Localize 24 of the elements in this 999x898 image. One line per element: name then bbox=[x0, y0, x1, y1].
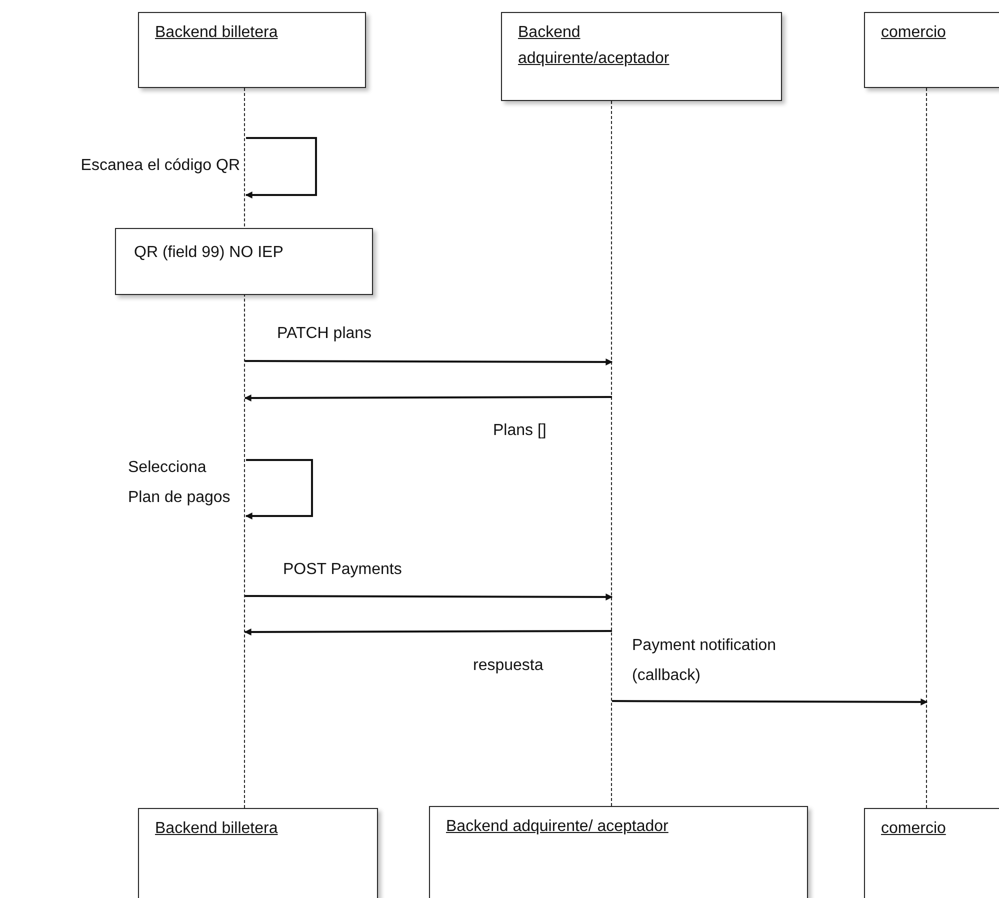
participant-name: Backend adquirente/aceptador bbox=[518, 23, 670, 69]
lifeline bbox=[244, 88, 246, 808]
participant-name: Backend billetera bbox=[155, 819, 278, 839]
participant-box bbox=[864, 12, 999, 88]
participant-box bbox=[429, 806, 808, 898]
note-box bbox=[115, 228, 373, 295]
participant-name: comercio bbox=[881, 819, 946, 839]
participant-name: Backend adquirente/ aceptador bbox=[446, 817, 668, 837]
message-arrow bbox=[245, 358, 613, 366]
note-text: QR (field 99) NO IEP bbox=[134, 243, 284, 263]
self-message-arrow bbox=[245, 459, 313, 520]
message-arrow bbox=[612, 698, 928, 706]
self-message-arrow bbox=[245, 137, 317, 198]
lifeline bbox=[926, 88, 928, 808]
message-arrow bbox=[244, 628, 612, 636]
message-arrow bbox=[245, 593, 613, 600]
participant-name: Backend billetera bbox=[155, 23, 278, 43]
participant-box bbox=[501, 12, 782, 101]
participant-box bbox=[864, 808, 999, 898]
message-arrow bbox=[244, 394, 612, 402]
participant-box bbox=[138, 808, 378, 898]
participant-box bbox=[138, 12, 366, 88]
participant-name: comercio bbox=[881, 23, 946, 43]
lifeline bbox=[611, 101, 613, 806]
